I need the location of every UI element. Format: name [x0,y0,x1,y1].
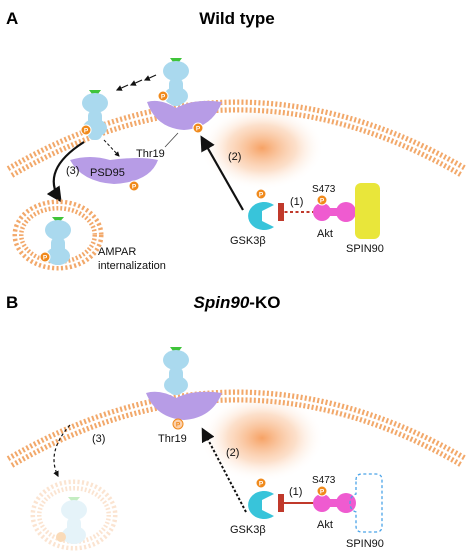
svg-text:P: P [161,94,166,101]
ampar-receptor-internalized-a [45,217,71,265]
phospho-badge: P [192,122,204,134]
phospho-badge: P [255,188,267,200]
phospho-badge: P [128,180,140,192]
akt-b [313,493,356,513]
s473-label: S473 [312,475,336,486]
ampar-internalization-label-line1: AMPAR [98,246,136,258]
spin90-a [355,183,380,239]
step2-arrow-a [200,135,244,211]
akt-label: Akt [317,519,333,531]
membrane-b [6,389,468,468]
akt-label: Akt [317,228,333,240]
panel-b-title-suffix: -KO [249,293,280,312]
spin90-label: SPIN90 [346,538,384,550]
phospho-badge: P [80,124,92,136]
phospho-badge: P [255,477,267,489]
step3-arrow-a [46,141,85,203]
step1-label: (1) [289,486,302,498]
membrane-a [6,99,468,178]
phospho-badge: P [316,194,328,206]
svg-text:P: P [43,255,48,262]
step2-label: (2) [226,447,239,459]
psd95-dissociation-arrow [103,139,120,157]
spin90-label: SPIN90 [346,243,384,255]
psd95-free-a [70,157,158,184]
panel-a-letter: A [6,9,18,28]
s473-label: S473 [312,184,336,195]
phospho-badge: P [39,251,51,263]
svg-text:P: P [176,422,181,429]
panel-a: A Wild type P P [6,9,468,272]
psd95-label: PSD95 [90,167,125,179]
step3-label: (3) [66,165,79,177]
gsk3b-a [248,202,274,231]
thr19-label: Thr19 [158,433,187,445]
gsk3b-label: GSK3β [230,524,266,536]
svg-text:P: P [259,481,264,488]
gsk3b-label: GSK3β [230,235,266,247]
step1-label: (1) [290,196,303,208]
panel-b-letter: B [6,293,18,312]
glow-a [200,106,324,190]
panel-b-title: Spin90-KO [194,293,281,312]
svg-text:P: P [259,192,264,199]
step3-label: (3) [92,433,105,445]
panel-b-title-italic: Spin90 [194,293,250,312]
thr19-label: Thr19 [136,148,165,160]
phospho-badge: P [172,418,184,430]
thr19-pointer [164,132,179,148]
ampar-receptor-left-a [82,90,108,140]
phospho-badge: P [316,485,328,497]
endosome-vesicle-b-faded [30,479,118,551]
step3-arrow-b [53,424,71,478]
phospho-badge: P [157,90,169,102]
panel-b: B Spin90-KO P Thr19 (2) (3) [6,293,468,551]
ampar-receptor-b [163,347,189,395]
spin90-ko-outline [349,473,383,533]
ampar-internalization-label-line2: internalization [98,260,166,272]
psd95-bound-b [146,391,222,420]
panel-a-title: Wild type [199,9,274,28]
svg-text:P: P [320,198,325,205]
svg-text:P: P [320,489,325,496]
akt-a [313,202,356,222]
lateral-movement-arrows [115,74,157,91]
svg-text:P: P [196,126,201,133]
svg-text:P: P [132,184,137,191]
glow-b [200,394,324,482]
psd95-bound-a [147,100,222,130]
ampar-receptor-center-a [163,58,189,106]
gsk3b-b [248,491,274,520]
svg-text:P: P [84,128,89,135]
step2-arrow-b [201,427,247,513]
step2-label: (2) [228,151,241,163]
